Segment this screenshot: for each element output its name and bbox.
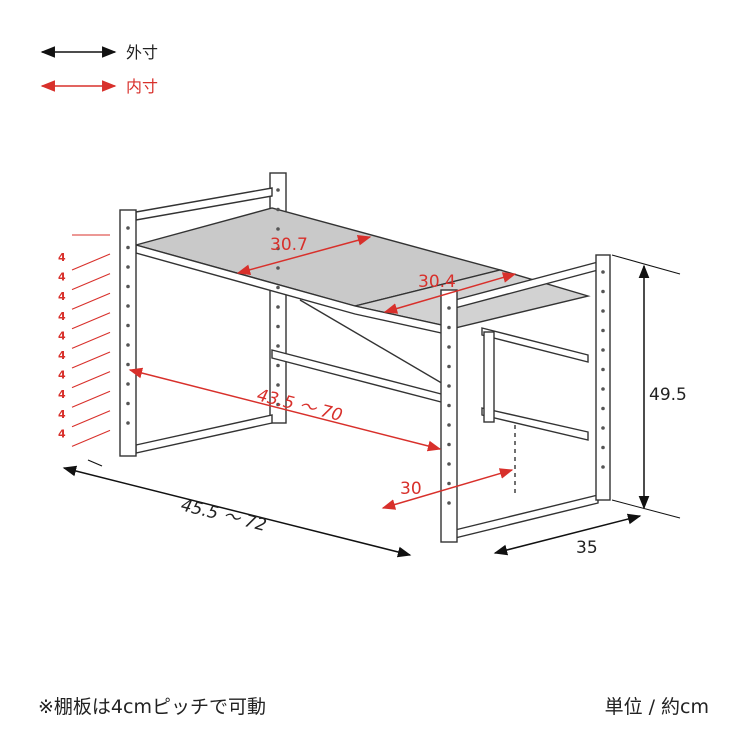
post-hole — [601, 426, 605, 430]
post-hole — [601, 348, 605, 352]
post-hole — [447, 403, 451, 408]
outer-depth-arrow — [493, 513, 642, 556]
shelf-depth-right-label: 30.4 — [418, 272, 456, 292]
shelf-rack-illustration — [119, 172, 611, 543]
post-hole — [447, 364, 451, 369]
pitch-line — [71, 312, 111, 330]
post-hole — [276, 207, 280, 212]
pitch-label: 4 — [58, 408, 66, 421]
pitch-line — [71, 273, 111, 291]
post-hole — [447, 306, 451, 310]
shelf-pitch-note: ※棚板は4cmピッチで可動 — [38, 696, 266, 718]
pitch-line — [71, 371, 111, 389]
pitch-label: 4 — [58, 310, 66, 323]
post-hole — [601, 328, 605, 333]
post-hole — [276, 363, 280, 368]
outer-depth-label: 35 — [576, 538, 598, 558]
post-hole — [601, 289, 605, 294]
pitch-label: 4 — [58, 369, 66, 382]
pitch-line — [71, 253, 111, 271]
post-hole — [447, 384, 451, 388]
pitch-label: 4 — [58, 271, 66, 284]
post-hole — [126, 362, 130, 367]
pitch-label: 4 — [58, 329, 66, 342]
post-hole — [276, 324, 280, 329]
pitch-line — [71, 351, 111, 369]
height-label: 49.5 — [649, 385, 687, 405]
post-hole — [601, 465, 605, 469]
center-support-post — [483, 331, 495, 423]
outer-width-tick-left — [87, 459, 103, 467]
post-hole — [601, 387, 605, 391]
post-hole — [126, 304, 130, 308]
post-hole — [276, 305, 280, 309]
post-hole — [601, 309, 605, 313]
legend: 外寸 内寸 — [40, 43, 158, 96]
pitch-label: 4 — [58, 427, 66, 440]
outer-width-label: 45.5 ～ 72 — [179, 495, 269, 536]
inner-depth-label: 30 — [400, 479, 422, 499]
post-hole — [276, 344, 280, 348]
post-hole — [126, 284, 130, 289]
right-rod-upper — [481, 327, 589, 363]
post-hole — [126, 323, 130, 328]
post-hole — [447, 462, 451, 466]
bottom-left-rail — [135, 414, 273, 454]
post-hole — [447, 481, 451, 486]
pitch-line — [71, 429, 111, 447]
post-hole — [276, 227, 280, 231]
outer-legend-label: 外寸 — [126, 43, 158, 62]
post-hole — [276, 383, 280, 387]
shelf-depth-right-arrow — [383, 272, 517, 314]
post-hole — [276, 285, 280, 290]
pitch-line — [71, 292, 111, 310]
post-hole — [601, 445, 605, 450]
pitch-line — [71, 410, 111, 428]
post-hole — [447, 423, 451, 427]
post-hole — [447, 501, 451, 505]
post-hole — [126, 265, 130, 269]
pitch-label: 4 — [58, 251, 66, 264]
post-hole — [601, 406, 605, 411]
height-tick-bottom — [611, 499, 681, 519]
post-hole — [126, 421, 130, 425]
post-hole — [126, 382, 130, 386]
post-hole — [601, 367, 605, 372]
pitch-label: 4 — [58, 388, 66, 401]
right-rod-lower — [481, 407, 589, 441]
post-hole — [276, 188, 280, 192]
pitch-line — [71, 331, 111, 349]
post-hole — [126, 226, 130, 230]
inner-width-arrow — [128, 367, 442, 452]
post-hole — [126, 401, 130, 406]
shelf-depth-left-arrow — [236, 234, 372, 276]
shelf-pitch-indicator: 4 4 4 4 4 4 4 4 4 4 — [58, 234, 111, 447]
unit-label: 単位 / 約cm — [604, 696, 709, 718]
pitch-label: 4 — [58, 290, 66, 303]
height-tick-top — [611, 254, 681, 275]
post-hole — [447, 325, 451, 330]
inner-legend-label: 内寸 — [126, 77, 158, 96]
outer-width-arrow — [62, 465, 412, 558]
post-hole — [126, 343, 130, 347]
pitch-line — [71, 390, 111, 408]
shelf-depth-left-label: 30.7 — [270, 235, 308, 255]
post-hole — [126, 245, 130, 250]
post-hole — [447, 442, 451, 447]
post-hole — [447, 345, 451, 349]
post-hole — [601, 270, 605, 274]
far-right-post — [595, 254, 611, 501]
post-hole — [276, 266, 280, 270]
pitch-label: 4 — [58, 349, 66, 362]
